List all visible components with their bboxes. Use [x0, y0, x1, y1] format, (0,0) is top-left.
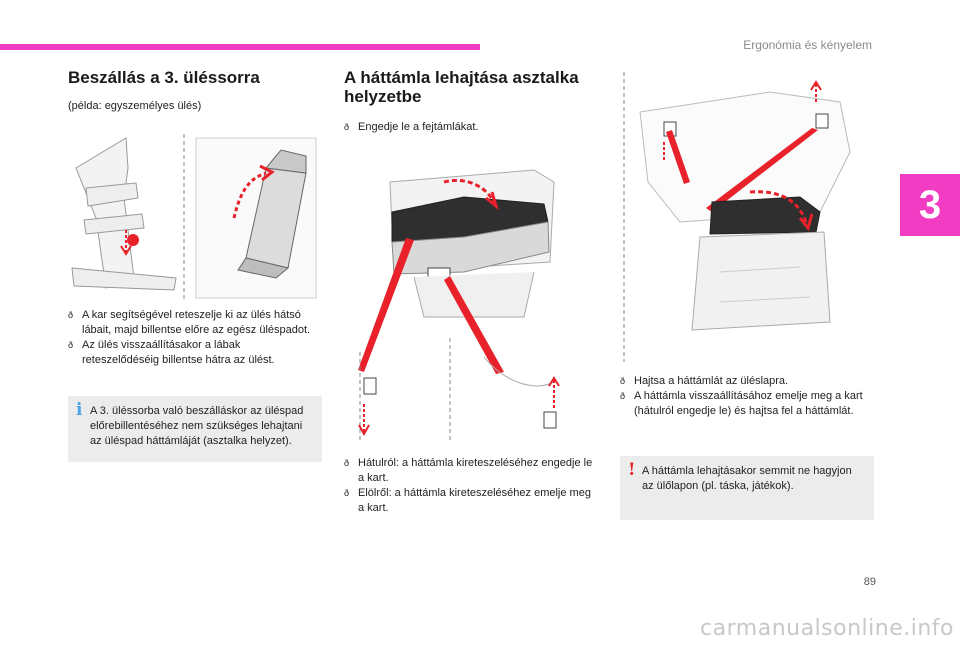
page-number: 89 — [863, 576, 876, 588]
middle-step: Hátulról: a háttámla kireteszeléséhez en… — [344, 456, 596, 486]
middle-step: Elölről: a háttámla kireteszeléséhez eme… — [344, 486, 596, 516]
left-step: A kar segítségével reteszelje ki az ülés… — [68, 308, 320, 338]
middle-intro-step: Engedje le a fejtámlákat. — [344, 120, 594, 135]
chapter-tab: 3 — [900, 174, 960, 236]
info-note: i A 3. üléssorba való beszálláskor az ül… — [68, 396, 322, 462]
info-icon: i — [76, 400, 83, 420]
backrest-fold-illustration — [344, 142, 598, 444]
middle-intro: Engedje le a fejtámlákat. — [344, 120, 594, 135]
left-title: Beszállás a 3. üléssorra — [68, 68, 260, 87]
left-step: Az ülés visszaállításakor a lábak retesz… — [68, 338, 320, 368]
right-steps: Hajtsa a háttámlát az üléslapra. A háttá… — [620, 374, 874, 419]
section-header: Ergonómia és kényelem — [743, 38, 872, 52]
seat-tilt-illustration — [66, 128, 324, 300]
watermark: carmanualsonline.info — [700, 616, 954, 641]
warning-note-text: A háttámla lehajtásakor semmit ne hagyjo… — [642, 465, 852, 492]
middle-steps: Hátulról: a háttámla kireteszeléséhez en… — [344, 456, 596, 516]
info-note-text: A 3. üléssorba való beszálláskor az ülés… — [90, 405, 304, 447]
right-step: A háttámla visszaállításához emelje meg … — [620, 389, 874, 419]
accent-bar — [0, 44, 480, 50]
backrest-lift-illustration — [620, 72, 876, 362]
left-subtitle: (példa: egyszemélyes ülés) — [68, 100, 202, 112]
warning-note: ! A háttámla lehajtásakor semmit ne hagy… — [620, 456, 874, 520]
right-step: Hajtsa a háttámlát az üléslapra. — [620, 374, 874, 389]
left-steps: A kar segítségével reteszelje ki az ülés… — [68, 308, 320, 368]
middle-title: A háttámla lehajtása asztalka helyzetbe — [344, 68, 579, 106]
warning-icon: ! — [628, 460, 636, 480]
